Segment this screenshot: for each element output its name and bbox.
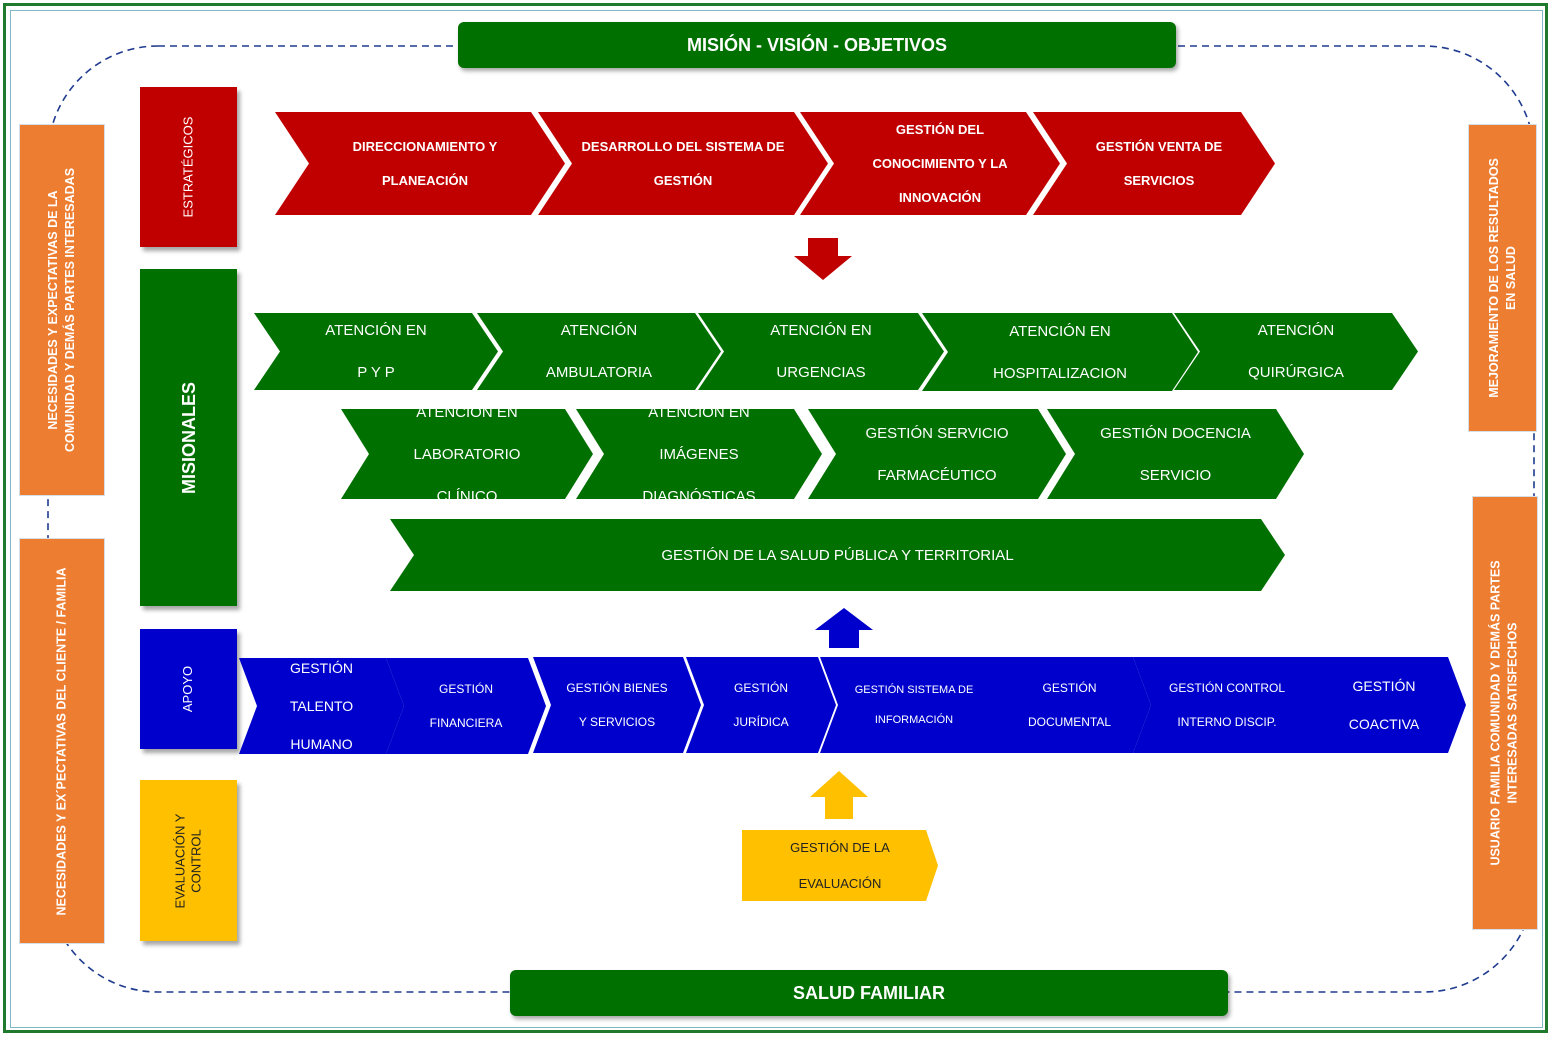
- support-8-line-1: GESTIÓN: [1352, 677, 1416, 694]
- support-5-line-2: INFORMACIÓN: [874, 713, 954, 726]
- strategic-desarrollo-sistema: DESARROLLO DEL SISTEMA DE GESTIÓN: [538, 112, 828, 215]
- missional-2-line-1: ATENCIÓN: [560, 322, 638, 339]
- strategic-gestion-conocimiento: GESTIÓN DEL CONOCIMIENTO Y LA INNOVACIÓN: [800, 112, 1060, 215]
- support-coactiva: GESTIÓN COACTIVA: [1302, 657, 1466, 753]
- category-apoyo-label: APOYO: [180, 665, 196, 713]
- support-juridica: GESTIÓN JURÍDICA: [686, 657, 836, 753]
- outer-frame: [3, 3, 1548, 1033]
- support-1-line-3: HUMANO: [290, 735, 353, 752]
- strategic-1-line-1: DIRECCIONAMIENTO Y: [352, 139, 498, 154]
- up-arrow-icon: [815, 608, 873, 648]
- support-4-line-2: JURÍDICA: [733, 714, 789, 729]
- support-7-line-1: GESTIÓN CONTROL: [1168, 680, 1285, 695]
- category-apoyo: APOYO: [140, 629, 237, 749]
- evaluation-line-1: GESTIÓN DE LA: [790, 839, 890, 855]
- right-panel-health-results: MEJORAMIENTO DE LOS RESULTADOS EN SALUD: [1468, 124, 1537, 432]
- left-top-line-1: NECESIDADES Y EXPECTATIVAS DE LA: [46, 190, 60, 430]
- support-8-line-2: COACTIVA: [1348, 715, 1420, 732]
- missional-10-label: GESTIÓN DE LA SALUD PÚBLICA Y TERRITORIA…: [661, 546, 1014, 564]
- missional-7-line-2: IMÁGENES: [659, 445, 739, 463]
- support-sistema-informacion: GESTIÓN SISTEMA DE INFORMACIÓN: [820, 657, 1008, 753]
- category-estrategicos-label: ESTRATÉGICOS: [180, 116, 196, 218]
- missional-pyp: ATENCIÓN EN P Y P: [254, 313, 498, 390]
- support-6-line-1: GESTIÓN: [1042, 680, 1097, 695]
- missional-6-line-2: LABORATORIO: [413, 445, 521, 463]
- left-panel-community-needs: NECESIDADES Y EXPECTATIVAS DE LA COMUNID…: [19, 124, 105, 496]
- missional-quirurgica: ATENCIÓN QUIRÚRGICA: [1174, 313, 1418, 390]
- support-2-line-1: GESTIÓN: [438, 681, 493, 696]
- right-bottom-line-2: INTERESADAS SATISFECHOS: [1506, 622, 1521, 804]
- strategic-2-line-1: DESARROLLO DEL SISTEMA DE: [581, 139, 785, 154]
- missional-3-line-2: URGENCIAS: [776, 364, 866, 381]
- missional-1-line-1: ATENCIÓN EN: [325, 322, 427, 339]
- evaluation-gestion-evaluacion: GESTIÓN DE LA EVALUACIÓN: [742, 830, 938, 901]
- support-1-line-1: GESTIÓN: [289, 659, 353, 676]
- strategic-3-line-1: GESTIÓN DEL: [895, 122, 985, 137]
- category-misionales: MISIONALES: [140, 269, 237, 606]
- bottom-banner-label: SALUD FAMILIAR: [793, 982, 945, 1003]
- missional-4-line-1: ATENCIÓN EN: [1009, 322, 1111, 340]
- support-talento-humano: GESTIÓN TALENTO HUMANO: [239, 658, 404, 754]
- missional-8-line-2: FARMACÉUTICO: [877, 466, 997, 484]
- evaluation-line-2: EVALUACIÓN: [798, 875, 882, 891]
- missional-9-line-2: SERVICIO: [1139, 466, 1212, 484]
- right-top-line-1: MEJORAMIENTO DE LOS RESULTADOS: [1486, 158, 1501, 398]
- missional-3-line-1: ATENCIÓN EN: [770, 322, 872, 339]
- missional-docencia: GESTIÓN DOCENCIA SERVICIO: [1047, 409, 1304, 499]
- missional-urgencias: ATENCIÓN EN URGENCIAS: [698, 313, 944, 390]
- left-top-line-2: COMUNIDAD Y DEMÁS PARTES INTERESADAS: [63, 167, 77, 453]
- missional-8-line-1: GESTIÓN SERVICIO: [865, 424, 1009, 442]
- missional-ambulatoria: ATENCIÓN AMBULATORIA: [477, 313, 721, 390]
- strategic-venta-servicios: GESTIÓN VENTA DE SERVICIOS: [1033, 112, 1275, 215]
- missional-5-line-1: ATENCIÓN: [1257, 322, 1335, 339]
- salud-familiar-banner: SALUD FAMILIAR: [510, 970, 1228, 1016]
- right-bottom-line-1: USUARIO FAMILIA COMUNIDAD Y DEMÁS PARTES: [1489, 560, 1504, 866]
- missional-farmaceutico: GESTIÓN SERVICIO FARMACÉUTICO: [808, 409, 1066, 499]
- up-arrow-icon: [810, 771, 868, 819]
- missional-9-line-1: GESTIÓN DOCENCIA: [1100, 424, 1251, 442]
- support-4-line-1: GESTIÓN: [733, 680, 788, 695]
- support-6-line-2: DOCUMENTAL: [1027, 714, 1112, 729]
- left-panel-client-needs: NECESIDADES Y EX´PECTATIVAS DEL CLIENTE …: [19, 538, 105, 944]
- support-3-line-2: Y SERVICIOS: [578, 714, 656, 729]
- strategic-1-line-2: PLANEACIÓN: [382, 173, 468, 188]
- strategic-2-line-2: GESTIÓN: [653, 173, 713, 188]
- inner-frame: [10, 10, 1543, 1028]
- support-bienes-servicios: GESTIÓN BIENES Y SERVICIOS: [533, 657, 701, 753]
- right-panel-satisfied-stakeholders: USUARIO FAMILIA COMUNIDAD Y DEMÁS PARTES…: [1472, 496, 1538, 930]
- missional-5-line-2: QUIRÚRGICA: [1248, 364, 1344, 381]
- strategic-direccionamiento: DIRECCIONAMIENTO Y PLANEACIÓN: [275, 112, 565, 215]
- support-documental: GESTIÓN DOCUMENTAL: [988, 657, 1151, 753]
- strategic-4-line-2: SERVICIOS: [1123, 173, 1195, 188]
- missional-salud-publica: GESTIÓN DE LA SALUD PÚBLICA Y TERRITORIA…: [390, 519, 1285, 591]
- down-arrow-icon: [794, 238, 852, 280]
- missional-1-line-2: P Y P: [357, 364, 395, 381]
- left-bottom-label: NECESIDADES Y EX´PECTATIVAS DEL CLIENTE …: [54, 567, 69, 915]
- category-misionales-label: MISIONALES: [178, 381, 199, 494]
- category-evaluacion-control: EVALUACIÓN Y CONTROL: [140, 780, 237, 941]
- right-top-line-2: EN SALUD: [1503, 246, 1518, 310]
- strategic-4-line-1: GESTIÓN VENTA DE: [1095, 139, 1223, 154]
- missional-4-line-2: HOSPITALIZACION: [993, 364, 1127, 382]
- support-control-interno: GESTIÓN CONTROL INTERNO DISCIP.: [1133, 657, 1321, 753]
- strategic-3-line-3: INNOVACIÓN: [898, 190, 982, 205]
- support-2-line-2: FINANCIERA: [429, 715, 503, 730]
- top-banner-label: MISIÓN - VISIÓN - OBJETIVOS: [686, 34, 948, 55]
- support-5-line-1: GESTIÓN SISTEMA DE: [854, 683, 974, 696]
- category-evaluacion-line-2: CONTROL: [188, 828, 204, 893]
- support-1-line-2: TALENTO: [289, 697, 354, 714]
- strategic-3-line-2: CONOCIMIENTO Y LA: [872, 156, 1008, 171]
- mision-vision-objetivos-banner: MISIÓN - VISIÓN - OBJETIVOS: [458, 22, 1176, 68]
- missional-hospitalizacion: ATENCIÓN EN HOSPITALIZACION: [922, 313, 1198, 391]
- support-financiera: GESTIÓN FINANCIERA: [386, 658, 546, 754]
- category-evaluacion-line-1: EVALUACIÓN Y: [172, 813, 188, 908]
- support-3-line-1: GESTIÓN BIENES: [566, 680, 668, 695]
- support-7-line-2: INTERNO DISCIP.: [1177, 714, 1277, 729]
- category-estrategicos: ESTRATÉGICOS: [140, 87, 237, 247]
- missional-2-line-2: AMBULATORIA: [545, 364, 653, 381]
